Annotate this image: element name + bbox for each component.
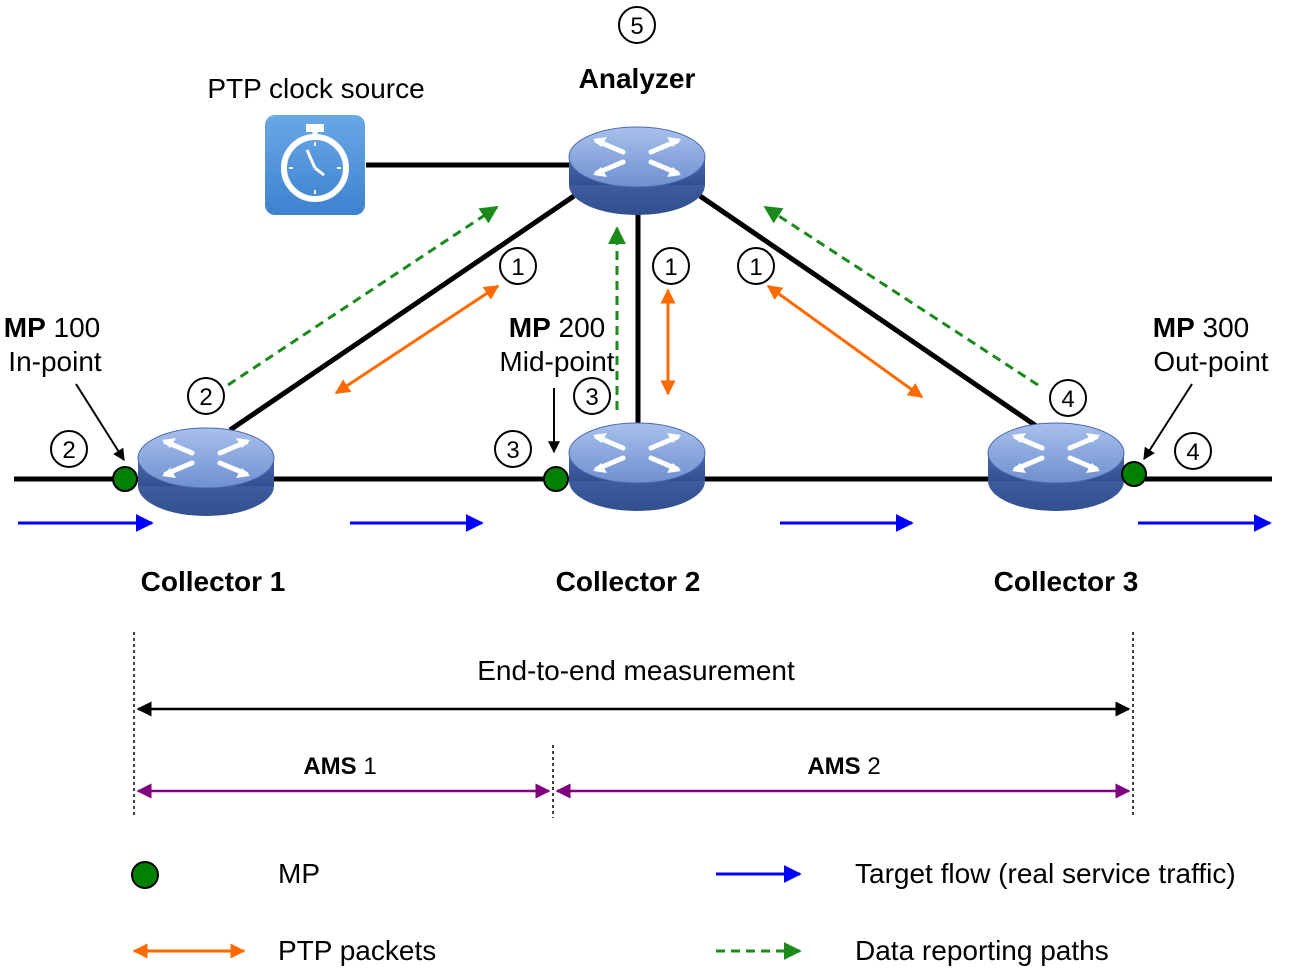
legend-reporting-label: Data reporting paths (855, 935, 1109, 966)
svg-text:2: 2 (199, 384, 212, 411)
measurement-section: End-to-end measurement AMS 1 AMS 2 (133, 632, 1134, 818)
mp100-dot (112, 466, 138, 492)
mp100-pointer (75, 383, 125, 462)
legend-mp-dot (131, 861, 159, 889)
ptp-arrow-c1 (334, 284, 500, 395)
step-badge-mp-c3: 4 (1174, 432, 1212, 470)
e2e-label: End-to-end measurement (477, 655, 795, 686)
step-badge-mp-c2: 3 (494, 430, 532, 468)
step-badge-mp-c1: 2 (50, 430, 88, 468)
legend-item-reporting: Data reporting paths (716, 935, 1109, 966)
svg-text:4: 4 (1061, 386, 1074, 413)
svg-text:5: 5 (630, 13, 643, 40)
mp100-label: MP 100 (4, 312, 101, 343)
legend-mp-label: MP (278, 858, 320, 889)
mp-pointers (75, 383, 1193, 462)
mp300-label: MP 300 (1153, 312, 1250, 343)
clock-label: PTP clock source (207, 73, 424, 104)
analyzer-label: Analyzer (579, 63, 696, 94)
svg-text:2: 2 (62, 437, 75, 464)
ptp-arrow-c3 (766, 284, 924, 399)
step-badge-report-c2: 3 (573, 377, 611, 415)
step-badge-ptp-c1: 1 (499, 247, 537, 285)
stopwatch-icon (281, 124, 349, 202)
reporting-arrows (227, 205, 1039, 410)
mp200-dot (543, 466, 569, 492)
link-analyzer-c3 (698, 193, 1050, 437)
legend-item-target-flow: Target flow (real service traffic) (716, 858, 1236, 889)
mp200-label: MP 200 (509, 312, 606, 343)
collector2-router (569, 423, 705, 511)
report-arrow-c1 (227, 205, 499, 387)
collector1-label: Collector 1 (141, 566, 286, 597)
mp300-dot (1121, 461, 1147, 487)
step-badges: 5 1 1 1 2 3 4 2 (50, 6, 1212, 470)
step-badge-ptp-c3: 1 (737, 247, 775, 285)
report-arrow-c3 (763, 205, 1039, 387)
legend-item-ptp: PTP packets (132, 935, 436, 966)
svg-text:1: 1 (664, 254, 677, 281)
step-badge-report-c3: 4 (1049, 379, 1087, 417)
mp300-role: Out-point (1153, 346, 1268, 377)
collector3-label: Collector 3 (994, 566, 1139, 597)
ams2-label: AMS 2 (807, 753, 880, 780)
ptp-arrows (334, 284, 924, 399)
legend: MP Target flow (real service traffic) PT… (131, 858, 1236, 966)
collector3-router (988, 423, 1124, 511)
svg-text:3: 3 (585, 384, 598, 411)
svg-text:4: 4 (1186, 439, 1199, 466)
step-badge-ptp-c2: 1 (652, 247, 690, 285)
svg-text:1: 1 (749, 254, 762, 281)
svg-text:3: 3 (506, 437, 519, 464)
ptp-clock-source: PTP clock source (207, 73, 425, 215)
legend-flow-label: Target flow (real service traffic) (855, 858, 1236, 889)
mp300-pointer (1143, 383, 1193, 461)
svg-text:1: 1 (511, 254, 524, 281)
ams1-label: AMS 1 (303, 753, 376, 780)
legend-item-mp: MP (131, 858, 320, 889)
step-badge-report-c1: 2 (187, 377, 225, 415)
mp100-role: In-point (8, 346, 102, 377)
collector1-router (138, 428, 274, 516)
collector2-label: Collector 2 (556, 566, 701, 597)
step-badge-analyzer: 5 (618, 6, 656, 44)
legend-ptp-label: PTP packets (278, 935, 436, 966)
analyzer-router (569, 127, 705, 215)
mp200-role: Mid-point (499, 346, 614, 377)
